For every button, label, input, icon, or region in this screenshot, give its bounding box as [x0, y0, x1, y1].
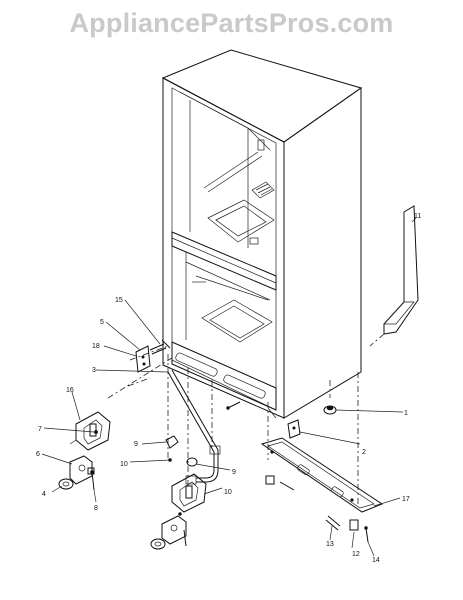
part-3-tube — [167, 369, 221, 485]
watermark: AppliancePartsPros.com — [69, 8, 394, 38]
callout-10-lower: 10 — [224, 489, 232, 496]
part-13-pin — [325, 515, 341, 531]
cabinet — [161, 49, 363, 419]
part-7-screw — [94, 430, 98, 434]
part-12-cap — [349, 519, 359, 531]
roller-assembly-lower — [150, 512, 187, 550]
part-18-bracket — [135, 339, 171, 373]
callout-7: 7 — [38, 426, 42, 433]
callout-10-upper: 10 — [120, 461, 128, 468]
callout-15: 15 — [115, 297, 123, 304]
leader-lines — [41, 217, 417, 557]
callout-12: 12 — [352, 551, 360, 558]
callout-11: 11 — [414, 213, 421, 220]
callout-17: 17 — [402, 496, 410, 503]
callout-8: 8 — [94, 505, 98, 512]
callout-9-upper: 9 — [134, 441, 138, 448]
part-2-bracket — [287, 419, 301, 439]
part-8-screw — [90, 470, 95, 491]
part-9-clip-upper — [165, 435, 179, 449]
part-17-rail — [260, 437, 384, 513]
callout-6: 6 — [36, 451, 40, 458]
callout-labels: 1 2 3 4 5 6 7 8 9 9 10 10 11 12 13 14 15… — [36, 213, 421, 564]
callout-3: 3 — [92, 367, 96, 374]
callout-2: 2 — [362, 449, 366, 456]
part-11-bracket — [369, 205, 419, 347]
part-16-bracket-left — [69, 411, 111, 451]
part-4-roller — [58, 478, 74, 490]
callout-13: 13 — [326, 541, 334, 548]
callout-4: 4 — [42, 491, 46, 498]
part-14-screw — [364, 526, 369, 543]
callout-1: 1 — [404, 410, 408, 417]
callout-16: 16 — [66, 387, 74, 394]
callout-5: 5 — [100, 319, 104, 326]
callout-14: 14 — [372, 557, 380, 564]
part-6-roller-bracket — [69, 455, 95, 485]
rail-hardware — [265, 475, 295, 491]
part-1-leveler — [323, 405, 337, 415]
part-9-clip-lower — [186, 457, 198, 467]
part-16-bracket-right — [171, 473, 207, 513]
assembly-guide-lines — [107, 345, 359, 504]
callout-18: 18 — [92, 343, 100, 350]
callout-9-lower: 9 — [232, 469, 236, 476]
